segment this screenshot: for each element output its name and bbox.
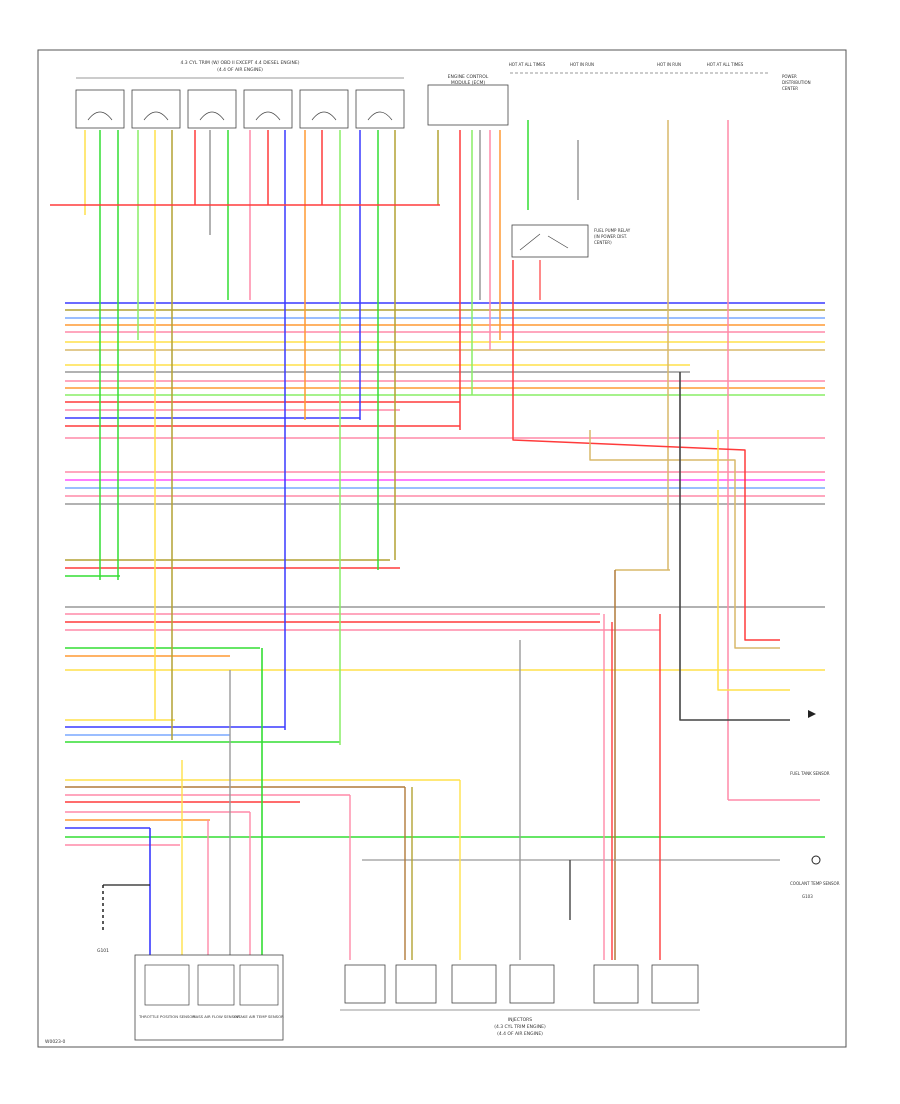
sensor-2 — [197, 964, 235, 1006]
sensor-label-2: MASS AIR FLOW SENSOR — [192, 1014, 240, 1019]
wire-81 — [679, 372, 790, 721]
wire-78 — [589, 430, 780, 649]
sensor-group-box — [134, 954, 284, 1041]
pdc-header-2: DISTRIBUTION — [782, 80, 811, 85]
wire-layer — [50, 120, 825, 960]
injector-1 — [344, 964, 386, 1004]
injector-4 — [509, 964, 555, 1004]
wire-82 — [717, 430, 790, 691]
ecm-block — [427, 84, 509, 126]
fuse-label-4: HOT AT ALL TIMES — [707, 62, 744, 67]
sensor-1 — [144, 964, 190, 1006]
right-component-2: COOLANT TEMP SENSOR — [790, 881, 840, 886]
title-line-2: (4.4 OF AIR ENGINE) — [217, 67, 263, 73]
injector-3 — [451, 964, 497, 1004]
top-component-6 — [355, 89, 405, 129]
fuse-label-3: HOT IN RUN — [657, 62, 681, 67]
relay-label-2: (IN POWER DIST. — [594, 234, 627, 239]
sensor-label-1: THROTTLE POSITION SENSOR — [138, 1014, 195, 1019]
fuse-label-1: HOT AT ALL TIMES — [509, 62, 546, 67]
top-component-5 — [299, 89, 349, 129]
ecm-label-1: ENGINE CONTROL — [448, 74, 489, 80]
bottom-title-1: INJECTORS — [508, 1017, 532, 1023]
ecm-label-2: MODULE (ECM) — [451, 80, 486, 86]
bottom-title-2: (4.3 CYL TRIM ENGINE) — [494, 1024, 546, 1030]
footer-code: W0023-0 — [45, 1039, 66, 1045]
ground-label-right: G103 — [802, 894, 813, 899]
injector-6 — [651, 964, 699, 1004]
wire-76 — [512, 260, 780, 641]
fuse-label-2: HOT IN RUN — [570, 62, 594, 67]
relay-label-3: CENTER) — [594, 240, 612, 245]
diagram-border — [37, 49, 847, 1048]
right-component-1: FUEL TANK SENSOR — [790, 771, 830, 776]
top-component-row — [75, 89, 405, 129]
top-component-1 — [75, 89, 125, 129]
top-component-4 — [243, 89, 293, 129]
ground-symbol-right — [811, 855, 821, 865]
sensor-3 — [239, 964, 279, 1006]
top-component-3 — [187, 89, 237, 129]
ground-label-left: G101 — [97, 948, 109, 954]
injector-row — [344, 964, 699, 1004]
bottom-title-3: (4.4 OF AIR ENGINE) — [497, 1031, 543, 1037]
pdc-header-1: POWER — [782, 74, 797, 79]
title-line-1: 4.3 CYL TRIM (W/ OBD II EXCEPT 4.4 DIESE… — [181, 60, 300, 66]
relay-block — [511, 224, 589, 258]
top-component-2 — [131, 89, 181, 129]
injector-2 — [395, 964, 437, 1004]
sensor-label-3: INTAKE AIR TEMP SENSOR — [234, 1014, 284, 1019]
pdc-header-3: CENTER — [782, 86, 798, 91]
injector-5 — [593, 964, 639, 1004]
relay-label-1: FUEL PUMP RELAY — [594, 228, 631, 233]
